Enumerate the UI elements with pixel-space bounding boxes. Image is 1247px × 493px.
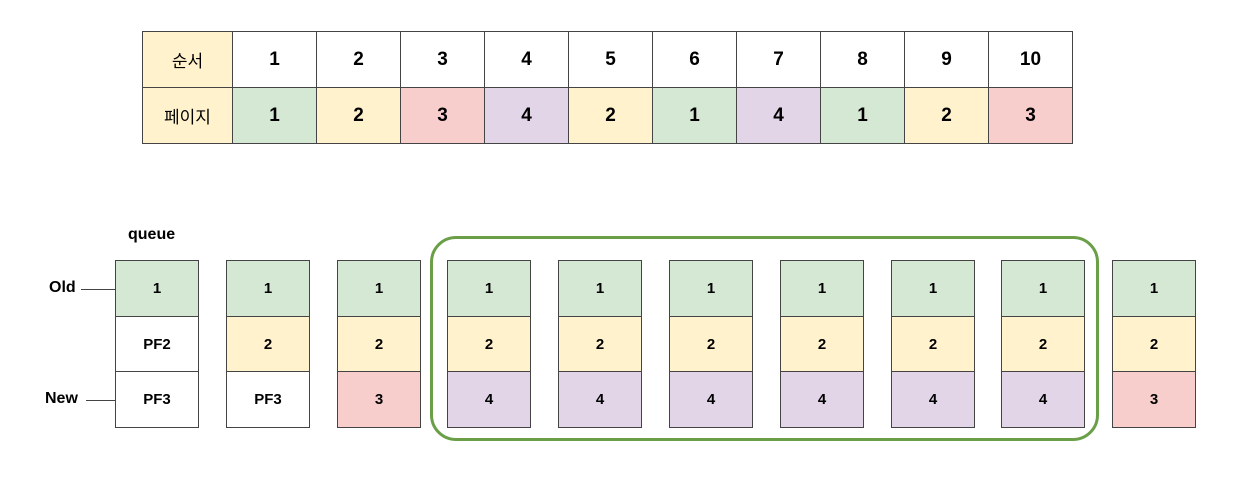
- frame-cell: PF2: [115, 316, 199, 373]
- frame-cell: 1: [115, 260, 199, 317]
- page-cell: 2: [316, 87, 401, 144]
- frame-cell: 2: [891, 316, 975, 373]
- hit-range-highlight: [430, 236, 1099, 441]
- page-cell: 4: [484, 87, 569, 144]
- frame-cell: 2: [1112, 316, 1196, 373]
- frame-cell: 4: [891, 371, 975, 428]
- frame-cell: 2: [669, 316, 753, 373]
- order-cell: 3: [400, 31, 485, 88]
- frame-cell: 4: [1001, 371, 1085, 428]
- frame-cell: 2: [447, 316, 531, 373]
- order-cell: 5: [568, 31, 653, 88]
- frame-cell: 1: [891, 260, 975, 317]
- frame-cell: 2: [558, 316, 642, 373]
- frame-cell: 1: [1001, 260, 1085, 317]
- order-cell: 6: [652, 31, 737, 88]
- frame-cell: 3: [1112, 371, 1196, 428]
- frame-cell: 2: [226, 316, 310, 373]
- new-leader-line: [86, 400, 115, 401]
- page-cell: 1: [820, 87, 905, 144]
- page-row-header: 페이지: [142, 87, 233, 144]
- new-label: New: [45, 390, 78, 407]
- old-leader-line: [81, 289, 115, 290]
- order-cell: 7: [736, 31, 821, 88]
- frame-cell: 1: [226, 260, 310, 317]
- page-cell: 1: [232, 87, 317, 144]
- order-cell: 2: [316, 31, 401, 88]
- frame-cell: 2: [337, 316, 421, 373]
- order-cell: 1: [232, 31, 317, 88]
- frame-cell: 4: [558, 371, 642, 428]
- page-cell: 3: [988, 87, 1073, 144]
- frame-cell: 4: [780, 371, 864, 428]
- frame-cell: 4: [669, 371, 753, 428]
- page-cell: 3: [400, 87, 485, 144]
- frame-cell: 1: [558, 260, 642, 317]
- page-cell: 4: [736, 87, 821, 144]
- page-cell: 1: [652, 87, 737, 144]
- frame-cell: 4: [447, 371, 531, 428]
- order-cell: 8: [820, 31, 905, 88]
- queue-label: queue: [128, 226, 176, 243]
- frame-cell: PF3: [115, 371, 199, 428]
- page-cell: 2: [904, 87, 989, 144]
- frame-cell: PF3: [226, 371, 310, 428]
- order-cell: 9: [904, 31, 989, 88]
- frame-cell: 1: [447, 260, 531, 317]
- frame-cell: 2: [1001, 316, 1085, 373]
- page-cell: 2: [568, 87, 653, 144]
- frame-cell: 2: [780, 316, 864, 373]
- order-cell: 10: [988, 31, 1073, 88]
- order-cell: 4: [484, 31, 569, 88]
- frame-cell: 1: [780, 260, 864, 317]
- order-row-header: 순서: [142, 31, 233, 88]
- frame-cell: 3: [337, 371, 421, 428]
- old-label: Old: [49, 279, 76, 296]
- frame-cell: 1: [337, 260, 421, 317]
- frame-cell: 1: [1112, 260, 1196, 317]
